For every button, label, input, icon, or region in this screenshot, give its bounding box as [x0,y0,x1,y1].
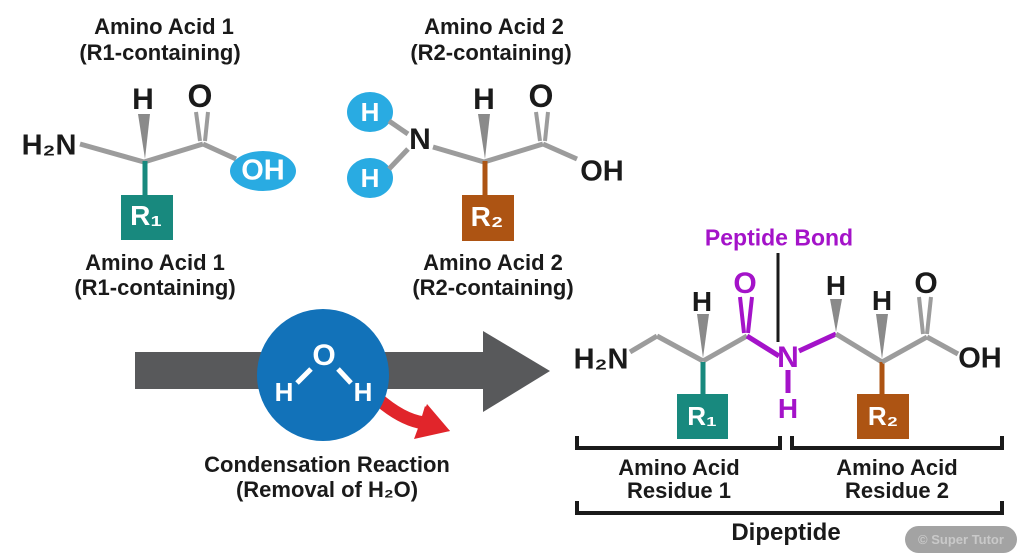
aa2-title-line1: Amino Acid 2 [424,14,564,39]
amine-h-bottom-circle [347,158,393,198]
aa2-amine-h-bottom: H [360,163,380,193]
aa2-r-group: R₂ [470,201,504,232]
product-carbonyl-o: O [733,267,757,300]
water-molecule [257,309,389,441]
amine-h-top-circle [347,92,393,132]
residue2-label-line2: Residue 2 [845,478,949,503]
product-r1: R₁ [687,401,717,431]
aa2-alpha-h: H [473,83,495,116]
product-peptide-n-h: H [777,393,799,424]
aa2-carbonyl-o: O [528,78,554,114]
product-ch2-h: H [825,270,847,301]
water-h-left: H [274,377,294,407]
peptide-bond-label: Peptide Bond [704,224,854,251]
amino-acid-2-structure [347,92,579,241]
product-hydroxyl: OH [958,342,1002,375]
amino-acid-1-structure [79,111,296,240]
residue1-bracket [575,436,782,450]
aa2-caption-line2: (R2-containing) [412,275,574,300]
product-alpha2-h: H [871,285,893,316]
water-h-right: H [353,377,373,407]
product-peptide-n: N [777,341,799,374]
residue2-bracket [790,436,1004,450]
aa1-amine-group: H₂N [21,129,77,162]
watermark-text: © Super Tutor [918,532,1004,547]
reaction-label-line1: Condensation Reaction [204,452,450,477]
aa2-hydroxyl: OH [580,155,624,188]
reaction-label-line2: (Removal of H₂O) [235,477,419,502]
r1-box-product [677,394,728,439]
dipeptide-structure [628,253,960,439]
aa2-caption-line1: Amino Acid 2 [423,250,563,275]
residue1-label-line1: Amino Acid [618,455,740,480]
product-r2: R₂ [867,401,899,431]
aa2-title-line2: (R2-containing) [410,40,572,65]
r1-box [121,195,173,240]
water-removal-arrow [372,393,450,439]
dipeptide-bracket [575,501,1004,515]
r2-box-product [857,394,909,439]
aa1-caption-line2: (R1-containing) [74,275,236,300]
product-alpha1-h: H [691,286,713,317]
watermark-badge: © Super Tutor [905,526,1017,553]
aa2-n: N [409,123,431,156]
dipeptide-label: Dipeptide [731,519,841,546]
aa1-hydroxyl: OH [241,154,285,187]
residue1-label-line2: Residue 1 [627,478,731,503]
product-amine-group: H₂N [573,343,629,376]
aa1-carbonyl-o: O [187,78,213,114]
aa2-amine-h-top: H [360,97,380,127]
residue2-label-line1: Amino Acid [836,455,958,480]
aa1-title-line1: Amino Acid 1 [94,14,234,39]
aa1-caption-line1: Amino Acid 1 [85,250,225,275]
water-o: O [312,339,336,372]
residue-brackets [575,436,1004,515]
aa1-alpha-h: H [132,83,154,116]
r2-box [462,195,514,241]
aa1-r-group: R₁ [130,200,162,231]
aa1-title-line2: (R1-containing) [79,40,241,65]
oh-highlight-oval [230,151,296,191]
product-carboxyl-o: O [914,267,938,300]
peptide-c-n-bond [745,333,781,359]
